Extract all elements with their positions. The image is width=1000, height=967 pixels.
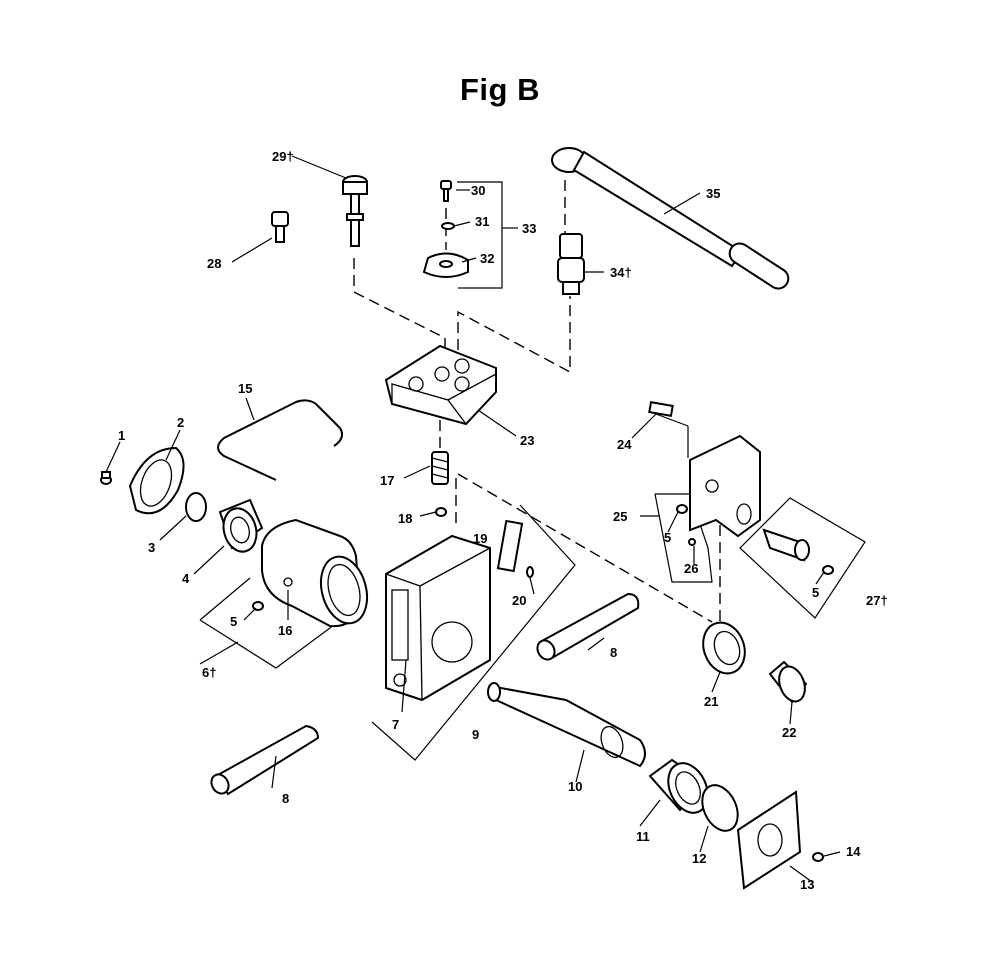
part-13-plate bbox=[736, 790, 802, 890]
part-1-screw bbox=[100, 471, 112, 485]
label-part-8a: 8 bbox=[610, 645, 617, 660]
part-18-ball bbox=[435, 507, 447, 517]
label-part-10: 10 bbox=[568, 779, 582, 794]
leader-lines bbox=[105, 155, 841, 883]
part-24-tag bbox=[648, 401, 674, 417]
label-part-4: 4 bbox=[182, 571, 190, 586]
part-21-sleeve bbox=[702, 621, 746, 675]
label-part-13: 13 bbox=[800, 877, 814, 892]
part-31-washer bbox=[441, 222, 455, 230]
label-part-17: 17 bbox=[380, 473, 394, 488]
label-part-31: 31 bbox=[475, 214, 489, 229]
group-brackets bbox=[199, 181, 866, 761]
label-part-26: 26 bbox=[684, 561, 698, 576]
label-part-9: 9 bbox=[472, 727, 479, 742]
part-27-pin-assembly bbox=[762, 528, 834, 575]
label-part-5c: 5 bbox=[812, 585, 819, 600]
label-part-3: 3 bbox=[148, 540, 155, 555]
part-11-bearing bbox=[648, 758, 709, 814]
label-part-12: 12 bbox=[692, 851, 706, 866]
label-part-35: 35 bbox=[706, 186, 720, 201]
part-23-block bbox=[384, 344, 497, 426]
part-4-bearing bbox=[218, 498, 264, 553]
label-part-23: 23 bbox=[520, 433, 534, 448]
part-8-shaft-upper bbox=[536, 592, 640, 661]
part-20-pin bbox=[526, 566, 534, 578]
label-part-32: 32 bbox=[480, 251, 494, 266]
part-26-ball bbox=[688, 538, 696, 546]
part-19-plate bbox=[496, 519, 524, 573]
part-28-cap-screw bbox=[271, 211, 289, 243]
figure-title: Fig B bbox=[460, 72, 540, 107]
label-part-30: 30 bbox=[471, 183, 485, 198]
part-35-handle bbox=[551, 147, 790, 290]
part-32-cam bbox=[422, 252, 469, 278]
label-part-28: 28 bbox=[207, 256, 221, 271]
label-part-20: 20 bbox=[512, 593, 526, 608]
label-part-15: 15 bbox=[238, 381, 252, 396]
label-part-7: 7 bbox=[392, 717, 399, 732]
part-17-spring bbox=[431, 451, 449, 485]
part-12-seal bbox=[701, 784, 739, 832]
label-part-33: 33 bbox=[522, 221, 536, 236]
label-part-14: 14 bbox=[846, 844, 861, 859]
part-2-plate bbox=[128, 446, 185, 515]
label-part-24: 24 bbox=[617, 437, 632, 452]
label-part-11: 11 bbox=[636, 829, 650, 844]
label-part-8b: 8 bbox=[282, 791, 289, 806]
part-34-plunger bbox=[557, 233, 585, 295]
label-part-22: 22 bbox=[782, 725, 796, 740]
label-part-5b: 5 bbox=[664, 530, 671, 545]
part-16-housing bbox=[261, 518, 369, 628]
label-part-27: 27† bbox=[866, 593, 888, 608]
part-10-shaft bbox=[487, 682, 646, 768]
part-8-shaft-lower bbox=[210, 724, 320, 796]
label-part-5a: 5 bbox=[230, 614, 237, 629]
part-labels: 1 2 3 4 5 6† 7 8 8 9 10 11 12 13 14 15 1… bbox=[118, 149, 888, 892]
label-part-1: 1 bbox=[118, 428, 125, 443]
part-3-ring bbox=[185, 492, 207, 522]
label-part-6: 6† bbox=[202, 665, 216, 680]
label-part-34: 34† bbox=[610, 265, 632, 280]
part-30-screw bbox=[440, 180, 452, 202]
label-part-16: 16 bbox=[278, 623, 292, 638]
part-5-grease-fitting-b bbox=[676, 504, 688, 514]
part-25-bracket bbox=[689, 434, 761, 538]
label-part-29: 29† bbox=[272, 149, 294, 164]
label-part-19: 19 bbox=[473, 531, 487, 546]
part-22-bearing bbox=[768, 660, 808, 704]
part-15-rod bbox=[217, 399, 343, 481]
label-part-18: 18 bbox=[398, 511, 412, 526]
label-part-21: 21 bbox=[704, 694, 718, 709]
part-9-frame bbox=[385, 534, 491, 702]
part-14-screw bbox=[812, 852, 824, 862]
part-29-pin bbox=[342, 175, 368, 247]
label-part-2: 2 bbox=[177, 415, 184, 430]
label-part-25: 25 bbox=[613, 509, 627, 524]
